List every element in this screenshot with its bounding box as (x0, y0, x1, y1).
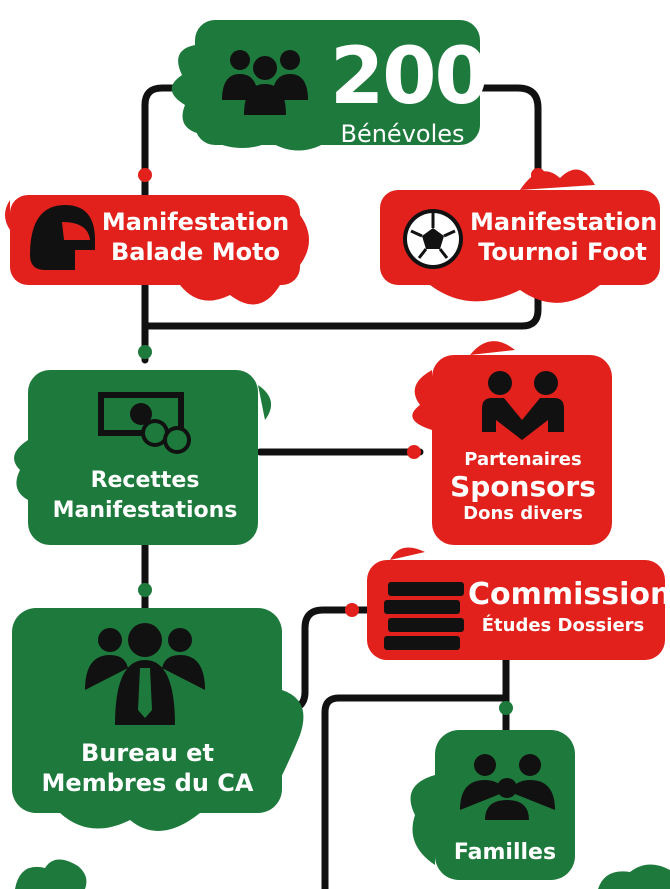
bureau-node: Bureau et Membres du CA (20, 738, 275, 798)
bottom-blobs (15, 859, 670, 889)
partenaires-blob (412, 341, 612, 545)
foot-node: Manifestation Tournoi Foot (470, 207, 658, 267)
foot-line2: Tournoi Foot (478, 238, 647, 266)
familles-node: Familles (440, 838, 570, 868)
moto-line2: Balade Moto (110, 238, 281, 266)
connector-branch (321, 694, 510, 889)
connector-dots (138, 168, 545, 617)
group-icon (222, 50, 308, 115)
familles-label: Familles (453, 840, 557, 865)
bureau-line2: Membres du CA (41, 769, 254, 797)
board-members-icon (85, 623, 205, 725)
benevoles-label: Bénévoles (340, 120, 465, 148)
connector-benevoles-moto (141, 84, 194, 334)
connector-benevoles-foot (476, 84, 542, 179)
commission-node: Commission Études Dossiers (468, 577, 670, 640)
recettes-node: Recettes Manifestations (38, 466, 252, 526)
benevoles-count: 200 (330, 32, 489, 122)
handshake-people-icon (482, 371, 564, 440)
recettes-line2: Manifestations (52, 498, 238, 523)
partenaires-line2: Sponsors (450, 470, 596, 503)
soccer-ball-icon (403, 209, 463, 269)
partenaires-node: Partenaires Sponsors Dons divers (438, 448, 608, 526)
motorcycle-helmet-icon (30, 205, 95, 270)
moto-node: Manifestation Balade Moto (98, 207, 293, 267)
benevoles-node: 200 Bénévoles (330, 32, 489, 148)
recettes-blob (14, 370, 272, 545)
money-icon (98, 392, 191, 454)
family-icon (460, 754, 555, 820)
foot-line1: Manifestation (470, 208, 658, 236)
connector-dots-green (138, 345, 513, 715)
bureau-line1: Bureau et (81, 739, 214, 767)
connector-foot-moto (141, 281, 542, 330)
commission-line1: Commission (468, 577, 670, 612)
moto-line1: Manifestation (101, 208, 290, 236)
recettes-line1: Recettes (90, 468, 200, 493)
partenaires-line1: Partenaires (464, 449, 582, 470)
commission-line2: Études Dossiers (481, 615, 645, 636)
books-icon (384, 582, 464, 650)
partenaires-line3: Dons divers (463, 503, 583, 524)
